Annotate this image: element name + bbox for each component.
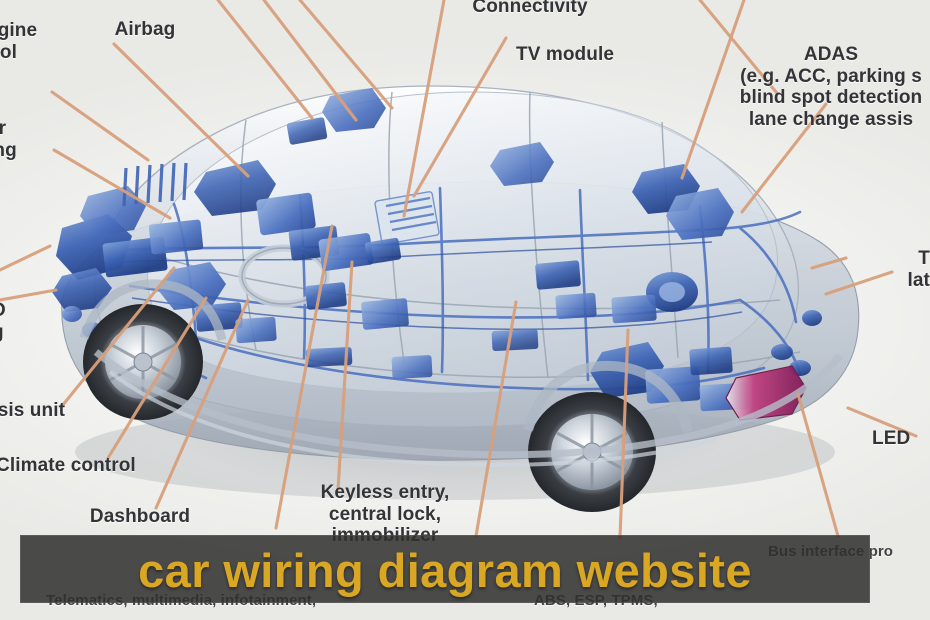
label-airbag: Airbag [114, 19, 176, 40]
label-dashboard: Dashboard [89, 506, 191, 527]
label-adas: ADAS (e.g. ACC, parking s blind spot det… [739, 44, 923, 130]
label-head-up-display: D g [0, 300, 6, 343]
label-tyre-pressure-right: T lat [907, 248, 930, 291]
label-tv-module: TV module [515, 44, 614, 65]
label-led-rear: LED [872, 428, 911, 449]
label-climate-control: Climate control [0, 455, 136, 476]
label-engine-control-unit: ngine trol it [0, 20, 38, 63]
label-diagnosis-unit: osis unit [0, 400, 66, 421]
label-connectivity: Connectivity [472, 0, 588, 17]
label-power-steering: er ing [0, 118, 17, 161]
watermark-banner [20, 535, 870, 603]
